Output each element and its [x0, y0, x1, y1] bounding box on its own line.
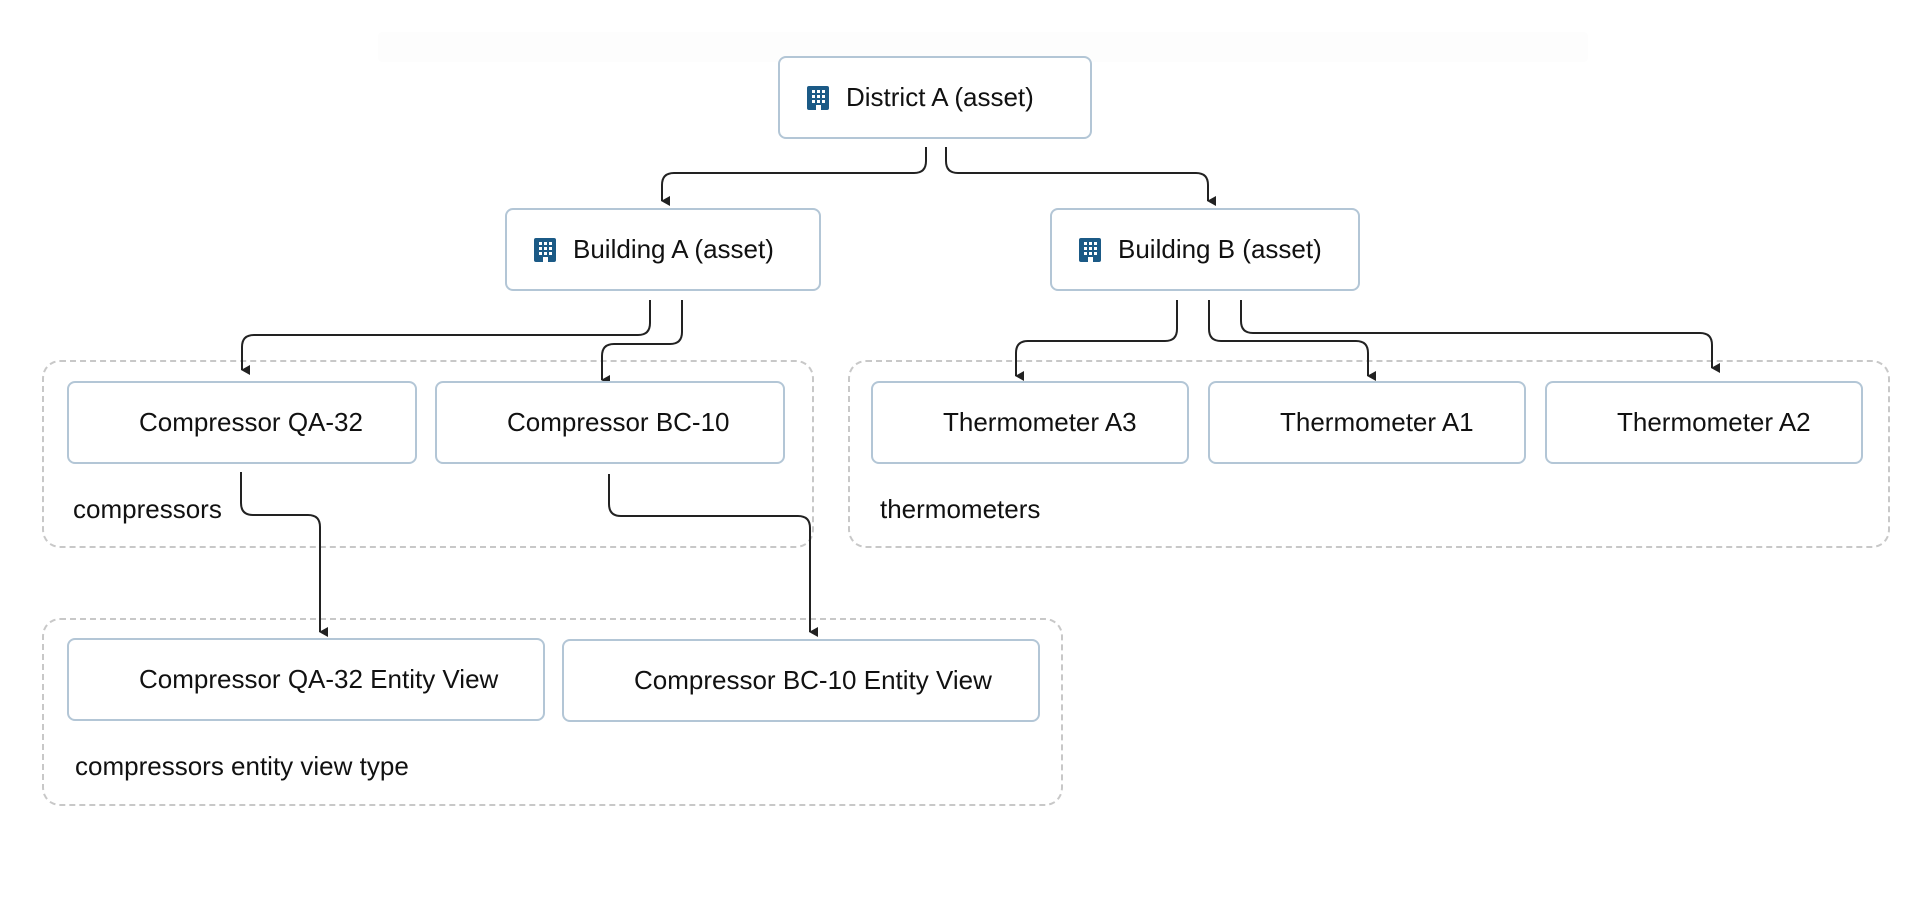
node-label: Building A (asset): [573, 234, 774, 264]
edge-building-b-to-thermometer-a3: [1015, 300, 1178, 381]
node-building-a[interactable]: Building A (asset): [505, 208, 821, 291]
edge-district-a-to-building-a: [661, 147, 927, 206]
edge-building-a-to-compressor-bc10: [601, 300, 683, 385]
node-label: Compressor QA-32: [139, 407, 363, 437]
node-compressor-qa32-entity-view[interactable]: Compressor QA-32 Entity View: [67, 638, 545, 721]
edge-building-b-to-thermometer-a2: [1240, 300, 1720, 373]
group-compressors-entity-view-type: [42, 618, 1063, 806]
node-compressor-bc10[interactable]: Compressor BC-10: [435, 381, 785, 464]
node-compressor-qa32[interactable]: Compressor QA-32: [67, 381, 417, 464]
node-compressor-bc10-entity-view[interactable]: Compressor BC-10 Entity View: [562, 639, 1040, 722]
node-label: Compressor BC-10 Entity View: [634, 665, 992, 695]
node-label: Compressor BC-10: [507, 407, 730, 437]
edge-district-a-to-building-b: [945, 147, 1216, 206]
node-building-b[interactable]: Building B (asset): [1050, 208, 1360, 291]
node-district-a[interactable]: District A (asset): [778, 56, 1092, 139]
node-label: District A (asset): [846, 82, 1034, 112]
building-icon: [534, 237, 556, 262]
node-thermometer-a1[interactable]: Thermometer A1: [1208, 381, 1526, 464]
group-label-compressors-entity-view-type: compressors entity view type: [75, 751, 409, 781]
edge-building-a-to-compressor-qa32: [241, 300, 651, 375]
building-icon: [807, 85, 829, 110]
node-thermometer-a3[interactable]: Thermometer A3: [871, 381, 1189, 464]
group-label-thermometers: thermometers: [880, 494, 1041, 524]
group-compressors: [42, 360, 814, 548]
edge-compressor-qa32-to-view: [240, 472, 328, 637]
node-label: Thermometer A2: [1617, 407, 1811, 437]
node-label: Thermometer A3: [943, 407, 1137, 437]
group-label-compressors: compressors: [73, 494, 222, 524]
node-label: Compressor QA-32 Entity View: [139, 664, 499, 694]
edge-building-b-to-thermometer-a1: [1208, 300, 1376, 381]
node-label: Thermometer A1: [1280, 407, 1474, 437]
node-thermometer-a2[interactable]: Thermometer A2: [1545, 381, 1863, 464]
building-icon: [1079, 237, 1101, 262]
edge-compressor-bc10-to-view: [608, 474, 818, 637]
node-label: Building B (asset): [1118, 234, 1322, 264]
